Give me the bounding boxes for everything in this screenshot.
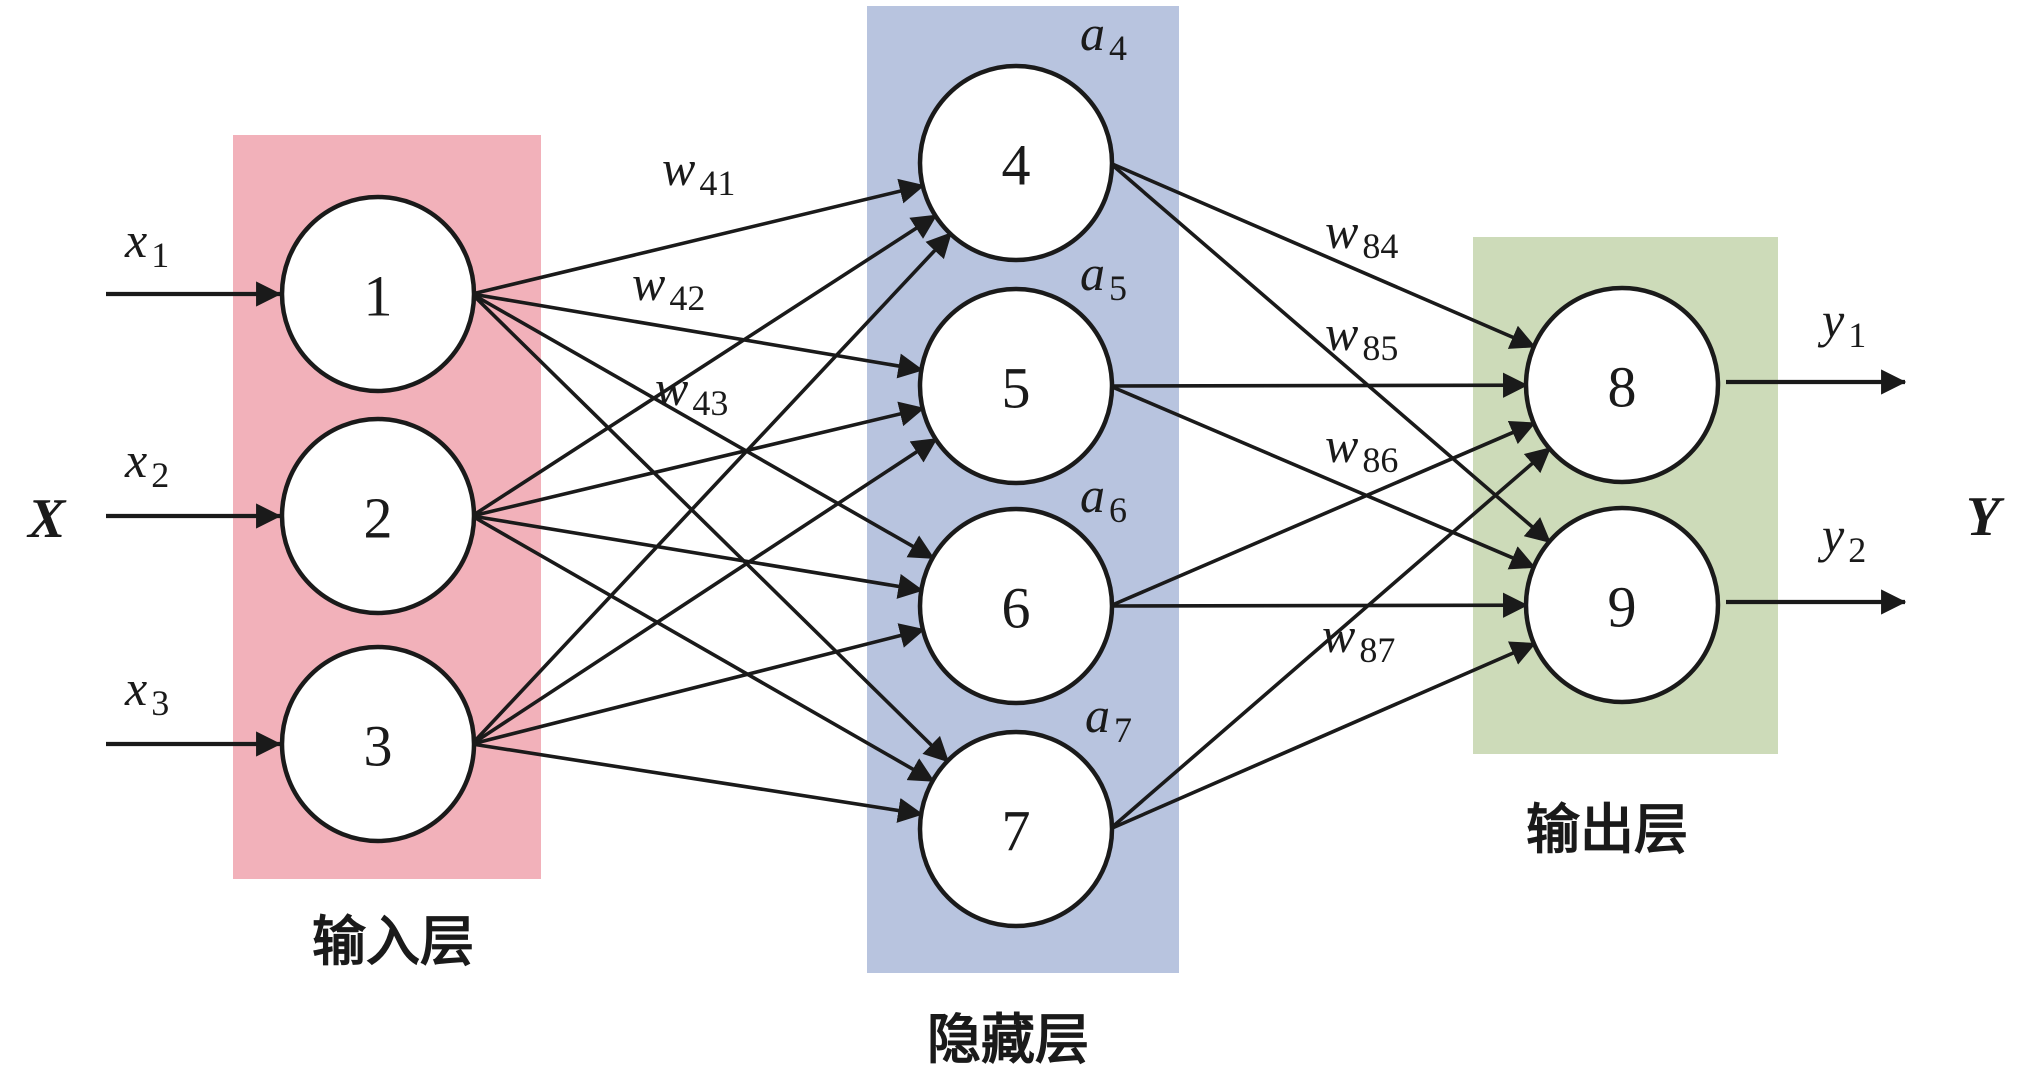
- edge-1-to-6: [471, 292, 935, 560]
- neuron-label: 7: [1002, 799, 1031, 864]
- edge-6-to-9: [1109, 592, 1529, 618]
- neuron-node-6: 6: [917, 506, 1115, 706]
- neuron-label: 5: [1002, 356, 1031, 421]
- neuron-label: 2: [364, 486, 393, 551]
- neuron-label: 9: [1608, 575, 1637, 640]
- neuron-circle: [917, 729, 1115, 929]
- neuron-label: 1: [364, 264, 393, 329]
- edge-3-to-5: [471, 437, 938, 746]
- neuron-circle: [279, 194, 477, 394]
- neuron-node-9: 9: [1523, 505, 1721, 705]
- neuron-node-5: 5: [917, 286, 1115, 486]
- neuron-label: 6: [1002, 576, 1031, 641]
- neuron-node-2: 2: [279, 416, 477, 616]
- edge-2-to-7: [471, 514, 935, 783]
- edge-2-to-4: [471, 213, 938, 518]
- connection-edges: [470, 161, 1552, 831]
- edge-5-to-8: [1109, 372, 1529, 398]
- output-group-label-Y: Y: [1966, 486, 2005, 548]
- neuron-circle: [1523, 505, 1721, 705]
- neuron-node-8: 8: [1523, 285, 1721, 485]
- edge-3-to-7: [471, 742, 924, 823]
- hidden-layer-caption: 隐藏层: [927, 1008, 1089, 1071]
- edge-1-to-5: [471, 292, 924, 379]
- neuron-node-3: 3: [279, 644, 477, 844]
- edge-1-to-7: [470, 292, 950, 763]
- edge-6-to-8: [1109, 420, 1536, 608]
- neuron-circle: [279, 416, 477, 616]
- neuron-nodes: 1 2 3 4 5 6 7 8 9: [279, 63, 1721, 929]
- neuron-node-4: 4: [917, 63, 1115, 263]
- neuron-label: 4: [1002, 133, 1031, 198]
- edge-4-to-8: [1109, 161, 1536, 349]
- edge-3-to-4: [470, 231, 953, 746]
- neuron-circle: [917, 63, 1115, 263]
- neuron-node-7: 7: [917, 729, 1115, 929]
- input-group-label-X: X: [26, 488, 67, 550]
- neuron-circle: [917, 506, 1115, 706]
- edge-7-to-9: [1109, 641, 1537, 831]
- edge-2-to-5: [471, 401, 925, 518]
- neuron-circle: [279, 644, 477, 844]
- edge-4-to-9: [1108, 161, 1552, 544]
- io-arrows: [106, 281, 1907, 757]
- edge-3-to-6: [471, 623, 926, 746]
- neuron-label: 8: [1608, 355, 1637, 420]
- edge-7-to-8: [1108, 446, 1552, 831]
- neuron-label: 3: [364, 714, 393, 779]
- edge-5-to-9: [1109, 384, 1536, 570]
- neuron-circle: [1523, 285, 1721, 485]
- edge-1-to-4: [471, 178, 925, 296]
- edge-2-to-6: [471, 514, 924, 599]
- neuron-circle: [917, 286, 1115, 486]
- input-layer-caption: 输入层: [312, 910, 474, 973]
- neuron-node-1: 1: [279, 194, 477, 394]
- output-layer-caption: 输出层: [1526, 798, 1688, 861]
